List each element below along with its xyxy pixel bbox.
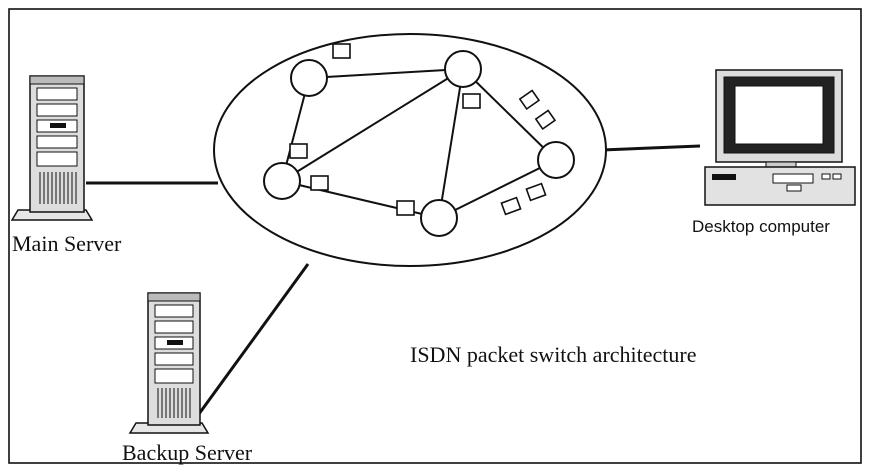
packet <box>525 182 547 202</box>
switch-node <box>290 59 328 97</box>
switch-node <box>537 141 575 179</box>
backup-server-icon <box>128 292 210 434</box>
switch-nodes <box>263 50 575 237</box>
packet <box>518 89 541 111</box>
main-server-label: Main Server <box>12 231 122 256</box>
main-server-icon <box>10 75 94 221</box>
packet <box>289 143 308 159</box>
packet <box>396 200 415 216</box>
desktop-link <box>601 144 701 152</box>
link-n2-n3 <box>281 68 464 182</box>
desktop-computer-label: Desktop computer <box>692 217 830 236</box>
switch-node <box>420 199 458 237</box>
desktop-computer-icon <box>704 69 856 206</box>
link-n5-n4 <box>438 159 557 219</box>
packet <box>500 196 522 216</box>
backup-server-label: Backup Server <box>122 440 253 465</box>
packet <box>462 93 481 109</box>
link-n2-n5 <box>438 68 464 219</box>
link-n1-n2 <box>308 68 464 79</box>
diagram-caption: ISDN packet switch architecture <box>410 342 697 367</box>
packet <box>310 175 329 191</box>
diagram-frame <box>8 8 862 464</box>
switch-node <box>263 162 301 200</box>
link-n2-n4 <box>462 68 557 161</box>
data-packets <box>289 43 557 216</box>
backup-server-link <box>194 263 310 419</box>
switch-node <box>444 50 482 88</box>
packet <box>332 43 351 59</box>
packet <box>534 109 557 131</box>
